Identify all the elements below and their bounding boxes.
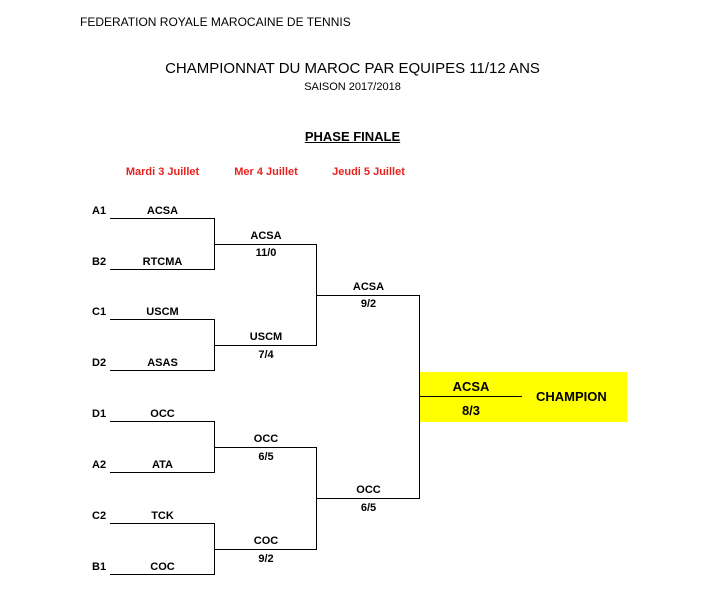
- page-title: CHAMPIONNAT DU MAROC PAR EQUIPES 11/12 A…: [165, 60, 540, 77]
- bracket-line: [110, 218, 215, 219]
- bracket-line: [317, 498, 420, 499]
- team-name: ACSA: [146, 205, 179, 217]
- team-name: USCM: [249, 331, 283, 343]
- team-name: COC: [253, 535, 279, 547]
- team-name: ASAS: [147, 357, 178, 369]
- day-label-round3: Jeudi 5 Juillet: [332, 166, 405, 178]
- bracket-line: [215, 345, 317, 346]
- bracket-connector: [214, 319, 215, 371]
- bracket-line: [110, 523, 215, 524]
- bracket-line: [110, 370, 215, 371]
- bracket-connector: [316, 244, 317, 346]
- champion-team: ACSA: [452, 379, 490, 394]
- seed-label: A1: [92, 205, 107, 217]
- seed-label: A2: [92, 459, 107, 471]
- bracket-line: [110, 319, 215, 320]
- team-name: OCC: [150, 408, 175, 420]
- season-label: SAISON 2017/2018: [304, 81, 401, 93]
- federation-name: FEDERATION ROYALE MAROCAINE DE TENNIS: [80, 15, 351, 29]
- bracket-line: [317, 295, 420, 296]
- day-label-round2: Mer 4 Juillet: [234, 166, 298, 178]
- match-score: 11/0: [255, 247, 277, 259]
- bracket-line: [110, 574, 215, 575]
- team-name: ATA: [152, 459, 173, 471]
- bracket-line: [110, 472, 215, 473]
- seed-label: B2: [92, 256, 107, 268]
- bracket-line: [215, 549, 317, 550]
- bracket-connector: [214, 218, 215, 270]
- match-score: 9/2: [258, 553, 274, 565]
- team-name: ACSA: [250, 230, 282, 242]
- bracket-connector: [419, 295, 420, 499]
- bracket-line: [215, 244, 317, 245]
- match-score: 6/5: [258, 451, 274, 463]
- match-score: 7/4: [258, 349, 274, 361]
- seed-label: C2: [92, 510, 107, 522]
- seed-label: D2: [92, 357, 107, 369]
- team-name: TCK: [151, 510, 174, 522]
- bracket-connector: [316, 447, 317, 550]
- match-score: 9/2: [360, 298, 377, 310]
- team-name: RTCMA: [142, 256, 183, 268]
- bracket-line: [420, 396, 522, 397]
- final-score: 8/3: [461, 403, 481, 418]
- champion-label: CHAMPION: [536, 389, 607, 404]
- seed-label: B1: [92, 561, 107, 573]
- phase-heading: PHASE FINALE: [304, 129, 401, 144]
- champion-highlight: [420, 372, 627, 422]
- day-label-round1: Mardi 3 Juillet: [125, 166, 200, 178]
- team-name: OCC: [253, 433, 279, 445]
- bracket-connector: [214, 523, 215, 575]
- team-name: COC: [150, 561, 175, 573]
- bracket-connector: [214, 421, 215, 473]
- team-name: OCC: [356, 484, 381, 496]
- team-name: USCM: [146, 306, 179, 318]
- team-name: ACSA: [352, 281, 385, 293]
- bracket-line: [215, 447, 317, 448]
- bracket-line: [110, 269, 215, 270]
- bracket-line: [110, 421, 215, 422]
- match-score: 6/5: [360, 502, 377, 514]
- seed-label: D1: [92, 408, 107, 420]
- seed-label: C1: [92, 306, 107, 318]
